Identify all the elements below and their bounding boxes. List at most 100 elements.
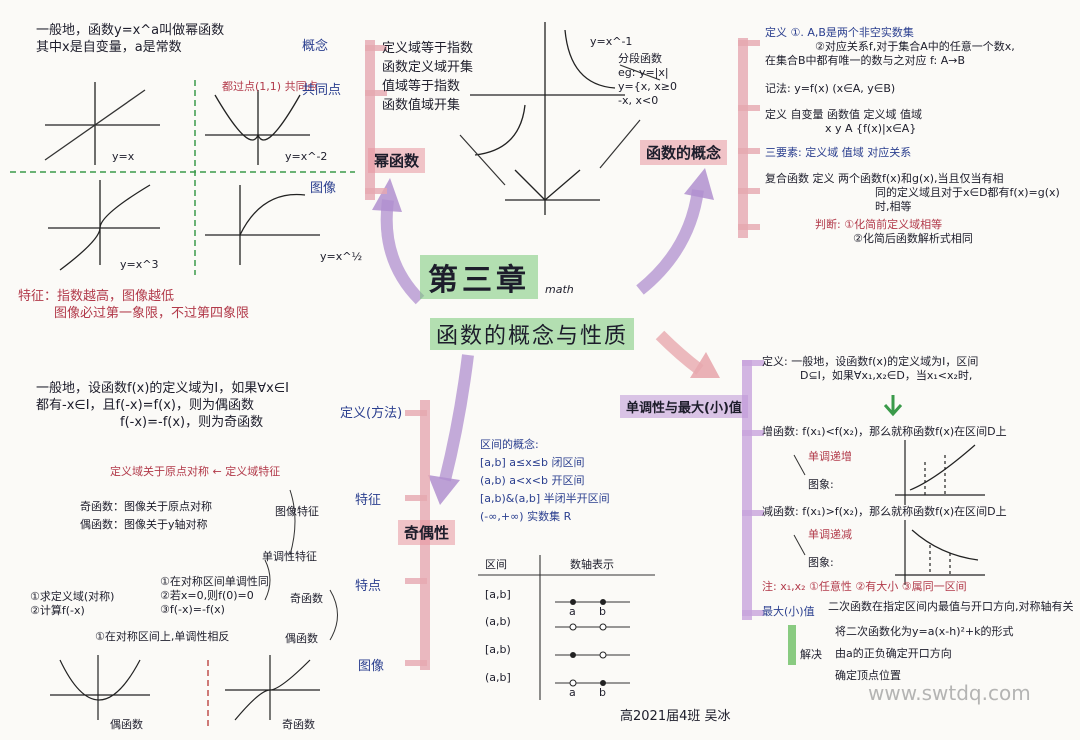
graph-eq-x: y=x [112, 150, 135, 163]
parity-odd-label: 奇函数 [290, 592, 323, 605]
interval-row: [a,b] [485, 588, 511, 601]
power-props-list: 定义域等于指数 函数定义域开集 值域等于指数 函数值域开集 [382, 40, 473, 116]
parity-even-graph-feature: 偶函数：图像关于y轴对称 [80, 518, 208, 531]
interval-line: (a,b) a<x<b 开区间 [480, 474, 585, 487]
piecewise-line: y={x, x≥0 [618, 80, 677, 93]
mono-decreasing-tag: 单调递减 [808, 528, 852, 541]
mono-solve-steps: 将二次函数化为y=a(x-h)²+k的形式 由a的正负确定开口方向 确定顶点位置 [835, 625, 1014, 683]
parity-feat2: 图像特征 [275, 505, 319, 518]
interval-line: (-∞,+∞) 实数集 R [480, 510, 572, 523]
concept-line: 记法: y=f(x) (x∈A, y∈B) [765, 82, 896, 95]
author: 高2021届4班 吴冰 [620, 709, 731, 724]
interval-line: [a,b] a≤x≤b 闭区间 [480, 456, 585, 469]
parity-steps: ①求定义域(对称) ②计算f(-x) [30, 590, 114, 618]
parity-side-def: 定义(方法) [340, 406, 403, 421]
mono-max-line: 二次函数在指定区间内最值与开口方向,对称轴有关 [828, 600, 1074, 613]
power-header-line: 一般地，函数y=x^a叫做幂函数 [36, 23, 225, 38]
graph-eq-x3: y=x^3 [120, 258, 159, 271]
concept-line: 三要素: 定义域 值域 对应关系 [765, 146, 912, 159]
parity-side-points: 特点 [355, 579, 382, 594]
interval-title: 区间的概念: [480, 438, 539, 451]
concept-line: ②化简后函数解析式相同 [853, 232, 973, 245]
power-side-concept: 概念 [302, 39, 329, 54]
piecewise-line: -x, x<0 [618, 94, 659, 107]
parity-step: ①求定义域(对称) [30, 590, 115, 603]
piecewise-line: 分段函数 [618, 52, 662, 65]
interval-row: (a,b) [485, 615, 511, 628]
interval-line: [a,b)&(a,b] 半闭半开区间 [480, 492, 610, 505]
interval-row: [a,b) [485, 643, 511, 656]
axis-b: b [599, 686, 606, 699]
mono-decreasing: 减函数: f(x₁)>f(x₂)，那么就称函数f(x)在区间D上 [762, 505, 1007, 518]
interval-col-axis: 数轴表示 [570, 558, 614, 571]
mono-note: 注: x₁,x₂ ①任意性 ②有大小 ③属同一区间 [762, 580, 967, 593]
concept-notes: 定义 ①. A,B是两个非空实数集 ②对应关系f,对于集合A中的任意一个数x, … [765, 26, 1060, 246]
concept-line: 定义 自变量 函数值 定义域 值域 [765, 108, 922, 121]
parity-side-feat: 特征 [355, 493, 382, 508]
interval-row: (a,b] [485, 671, 511, 684]
power-prop: 函数值域开集 [382, 98, 461, 113]
power-prop: 定义域等于指数 [382, 41, 474, 56]
power-feature: 特征：指数越高，图像越低 图像必过第一象限，不过第四象限 [18, 288, 249, 322]
parity-odd-graph-label: 奇函数 [282, 718, 315, 731]
parity-line: f(-x)=-f(x)，则为奇函数 [120, 415, 264, 430]
parity-odd-prop: ③f(-x)=-f(x) [160, 603, 225, 616]
parity-odd-graph-feature: 奇函数：图像关于原点对称 [80, 500, 212, 513]
parity-odd-props: ①在对称区间单调性同 ②若x=0,则f(0)=0 ③f(-x)=-f(x) [160, 575, 269, 617]
axis-a: a [569, 686, 576, 699]
interval-notes: 区间的概念: [a,b] a≤x≤b 闭区间 (a,b) a<x<b 开区间 [… [480, 438, 610, 524]
watermark: www.swtdq.com [868, 681, 1031, 705]
concept-line: 在集合B中都有唯一的数与之对应 f: A→B [765, 54, 966, 67]
parity-step: ②计算f(-x) [30, 604, 85, 617]
power-feature-line: 特征：指数越高，图像越低 [18, 289, 175, 304]
branch-parity: 奇偶性 [398, 520, 456, 545]
concept-line: 判断: ①化简前定义域相等 [815, 218, 943, 231]
piecewise-line: eg: y=|x| [618, 66, 669, 79]
concept-line: 复合函数 定义 两个函数f(x)和g(x),当且仅当有相 [765, 172, 1004, 185]
graph-eq-x-neg2: y=x^-2 [285, 150, 328, 163]
interval-col-interval: 区间 [485, 558, 507, 571]
parity-even-prop: ①在对称区间上,单调性相反 [95, 630, 230, 643]
parity-side-graph: 图像 [358, 659, 385, 674]
branch-monotonicity: 单调性与最大(小)值 [620, 395, 748, 418]
mono-graph-label: 图象: [808, 478, 834, 491]
concept-line: 定义 ①. A,B是两个非空实数集 [765, 26, 914, 39]
power-prop: 值域等于指数 [382, 79, 461, 94]
piecewise-note: 分段函数 eg: y=|x| y={x, x≥0 -x, x<0 [618, 52, 677, 108]
mono-definition: 定义: 一般地，设函数f(x)的定义域为I，区间 D⊆I，如果∀x₁,x₂∈D，… [762, 355, 978, 383]
mono-increasing: 增函数: f(x₁)<f(x₂)，那么就称函数f(x)在区间D上 [762, 425, 1007, 438]
mono-def-line: 定义: 一般地，设函数f(x)的定义域为I，区间 [762, 355, 979, 368]
power-header-line: 其中x是自变量，a是常数 [36, 40, 182, 55]
branch-function-concept: 函数的概念 [640, 140, 728, 165]
chapter-tag: math [545, 283, 574, 296]
power-side-common: 共同点 [302, 83, 342, 98]
concept-line: 同的定义域且对于x∈D都有f(x)=g(x) [875, 186, 1060, 199]
graph-eq-x-neg1: y=x^-1 [590, 35, 633, 48]
parity-even-label: 偶函数 [285, 632, 318, 645]
parity-line: 都有-x∈I，且f(-x)=f(x)，则为偶函数 [36, 398, 254, 413]
power-header: 一般地，函数y=x^a叫做幂函数 其中x是自变量，a是常数 [36, 22, 224, 56]
graph-eq-x-half: y=x^½ [320, 250, 363, 263]
power-side-graph: 图像 [310, 181, 337, 196]
concept-line: x y A {f(x)|x∈A} [825, 122, 917, 135]
mono-max-label: 最大(小)值 [762, 605, 815, 618]
parity-line: 一般地，设函数f(x)的定义域为I，如果∀x∈I [36, 381, 289, 396]
parity-odd-prop: ②若x=0,则f(0)=0 [160, 589, 254, 602]
power-feature-line: 图像必过第一象限，不过第四象限 [54, 306, 250, 321]
parity-definition: 一般地，设函数f(x)的定义域为I，如果∀x∈I 都有-x∈I，且f(-x)=f… [36, 380, 289, 431]
power-common-note: 都过点(1,1) 共同点 [222, 80, 318, 93]
parity-mono-feature: 单调性特征 [262, 550, 317, 563]
parity-domain-feature: 定义域关于原点对称 ← 定义域特征 [110, 465, 281, 478]
branch-power-function: 幂函数 [368, 148, 426, 173]
chapter-title: 第三章 [420, 255, 538, 299]
axis-b: b [599, 605, 606, 618]
concept-line: 时,相等 [875, 200, 912, 213]
axis-a: a [569, 605, 576, 618]
parity-even-graph-label: 偶函数 [110, 718, 143, 731]
mono-solve-step: 将二次函数化为y=a(x-h)²+k的形式 [835, 625, 1014, 638]
power-prop: 函数定义域开集 [382, 60, 474, 75]
mono-solve-label: 解决 [800, 648, 822, 661]
chapter-subtitle: 函数的概念与性质 [430, 318, 635, 350]
mono-graph-label: 图象: [808, 556, 834, 569]
